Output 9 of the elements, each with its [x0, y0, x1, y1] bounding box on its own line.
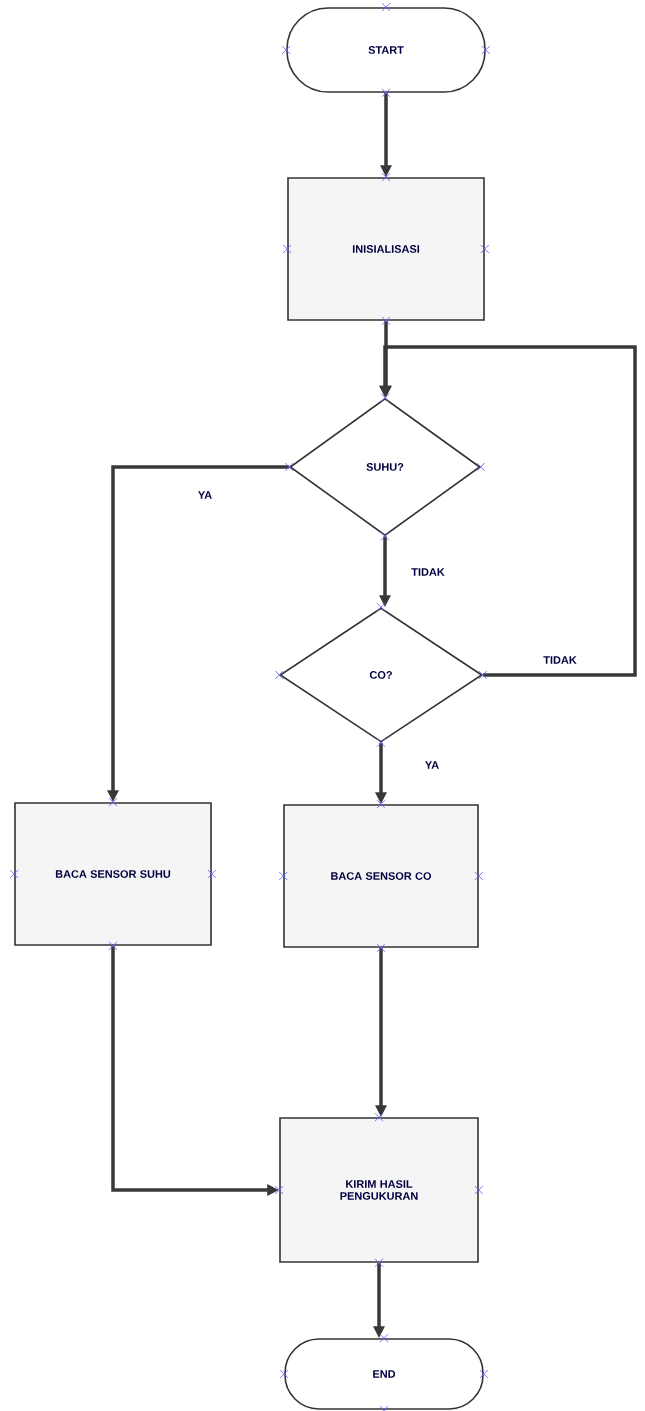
- process-box: BACA SENSOR SUHU: [14, 802, 212, 946]
- edge-label: YA: [196, 490, 214, 500]
- process-box: BACA SENSOR CO: [283, 804, 479, 948]
- edge-label: TIDAK: [542, 655, 578, 665]
- process-box: INISIALISASI: [287, 177, 485, 321]
- edge-label: TIDAK: [410, 567, 446, 577]
- arrow: [379, 345, 637, 677]
- process-box: KIRIM HASIL PENGUKURAN: [279, 1117, 479, 1263]
- edge-label: YA: [423, 760, 441, 770]
